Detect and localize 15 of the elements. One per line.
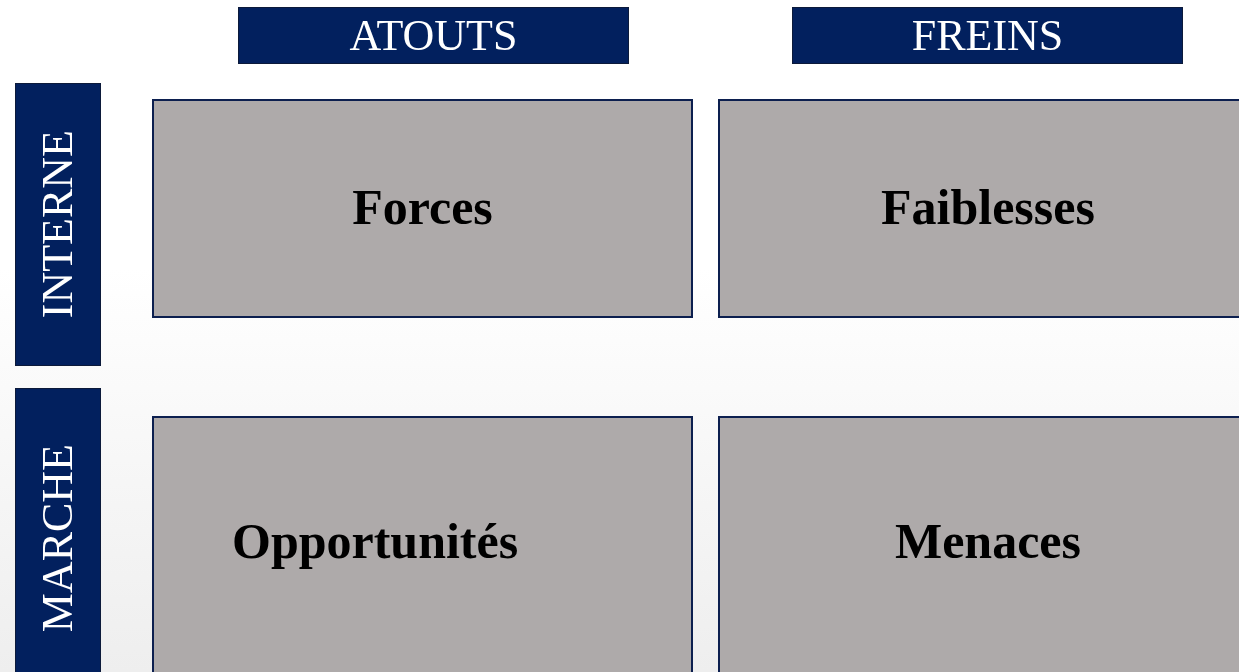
column-header [238,7,629,64]
quadrant-box [152,99,693,318]
quadrant-title: Faiblesses [881,181,1095,232]
quadrant-title: Menaces [894,516,1081,566]
header-label: ATOUTS [349,13,518,58]
quadrant-title: Forces [352,181,493,232]
header-label: FREINS [911,13,1064,58]
row-header [15,388,101,672]
quadrant-box [152,416,693,672]
header-label: INTERNE [36,130,80,319]
header-label: MARCHE [36,443,80,633]
row-header [15,83,101,366]
quadrant-box [718,416,1239,672]
column-header [792,7,1183,64]
quadrant-box [718,99,1239,318]
